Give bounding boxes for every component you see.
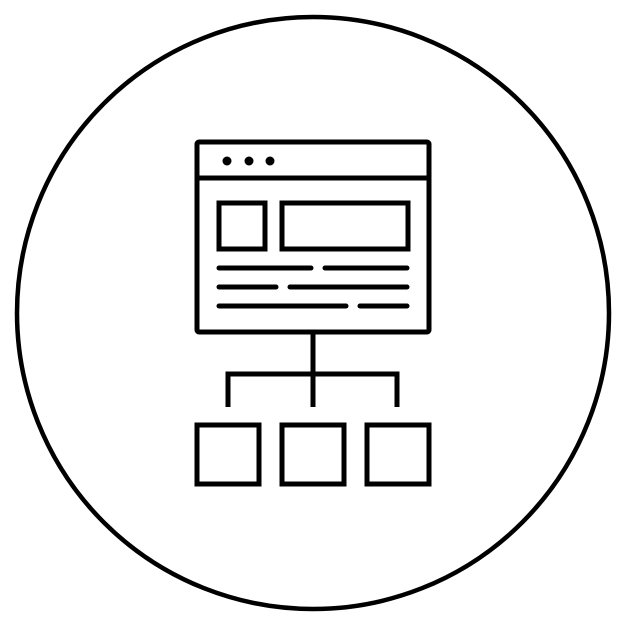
- child-pages: [194, 422, 432, 487]
- window-dot-3: [265, 156, 275, 166]
- branch-line: [225, 371, 400, 407]
- child-page-box-2: [279, 422, 347, 487]
- window-dot-1: [222, 156, 232, 166]
- window-dot-2: [244, 156, 254, 166]
- text-lines: [216, 265, 410, 309]
- image-placeholder: [216, 200, 268, 252]
- browser-window: [194, 139, 432, 335]
- outer-circle: [14, 14, 612, 612]
- sitemap-connectors: [225, 332, 400, 407]
- child-page-box-3: [364, 422, 432, 487]
- header-placeholder: [279, 200, 411, 252]
- child-page-box-1: [194, 422, 262, 487]
